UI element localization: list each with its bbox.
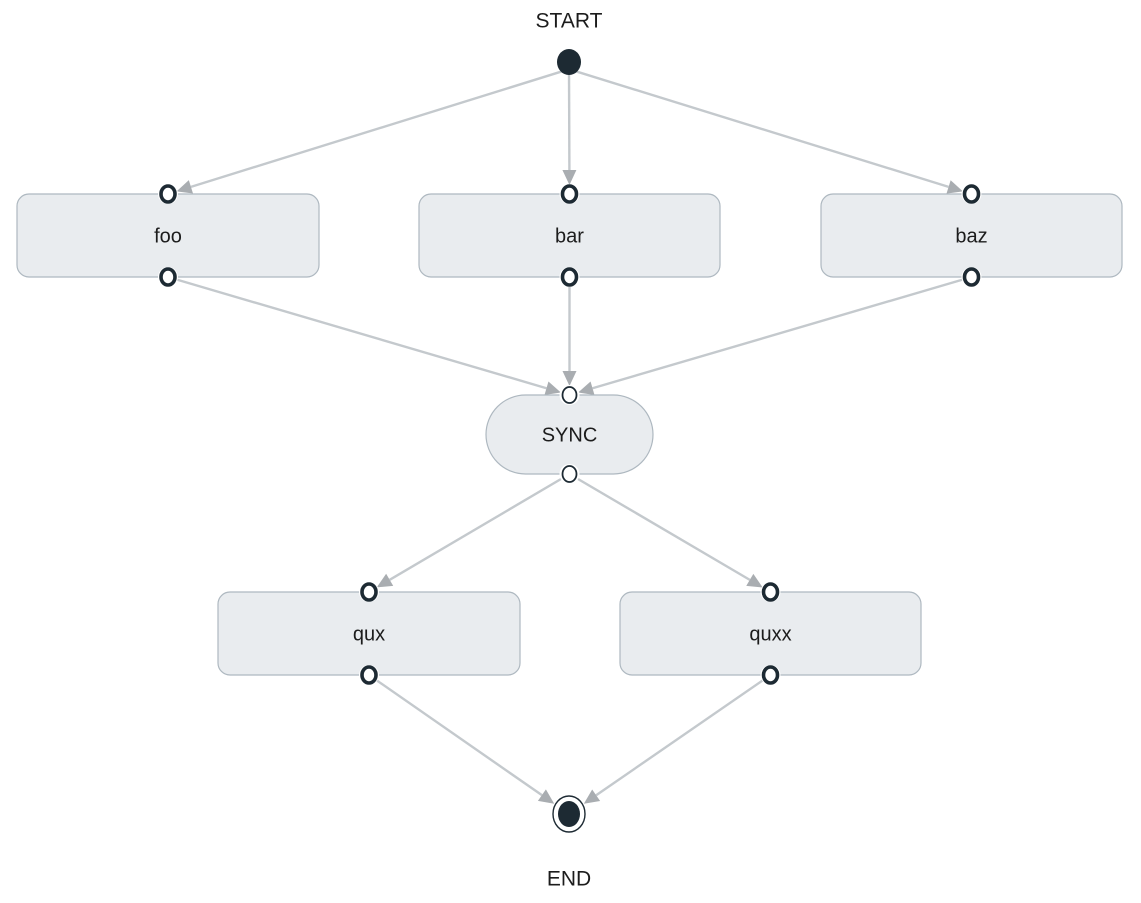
edge-line [568, 68, 949, 189]
edge-line [389, 472, 571, 581]
node-quxx[interactable]: quxx [619, 582, 922, 685]
edge-baz-to-sync[interactable] [578, 275, 972, 395]
arrowhead-icon [562, 169, 577, 186]
edge-line [368, 674, 543, 797]
input-port-icon[interactable] [962, 184, 981, 204]
arrowhead-icon [537, 789, 555, 804]
start-node-icon[interactable] [557, 49, 581, 75]
edge-line [190, 68, 570, 189]
output-port-icon[interactable] [159, 267, 177, 287]
edge-bar-to-sync[interactable] [562, 277, 577, 386]
output-port-icon[interactable] [561, 465, 578, 483]
output-port-icon[interactable] [560, 267, 579, 287]
start-label: START [536, 10, 603, 33]
input-port-icon[interactable] [159, 184, 177, 204]
input-port-icon[interactable] [360, 582, 378, 602]
edge-foo-to-sync[interactable] [167, 275, 561, 395]
node-sync[interactable]: SYNC [485, 385, 654, 484]
edges-layer [167, 68, 972, 804]
input-port-icon[interactable] [561, 386, 578, 404]
node-bar[interactable]: bar [418, 184, 721, 287]
edge-start-to-foo[interactable] [176, 68, 570, 194]
arrowhead-icon [544, 381, 561, 395]
node-foo[interactable]: foo [16, 184, 320, 287]
input-port-icon[interactable] [560, 184, 579, 204]
arrowhead-icon [583, 789, 601, 804]
arrowhead-icon [176, 180, 193, 194]
node-qux[interactable]: qux [217, 582, 521, 685]
node-label: foo [154, 226, 182, 248]
arrowhead-icon [376, 573, 394, 588]
output-port-icon[interactable] [761, 665, 780, 685]
end-label: END [547, 868, 591, 891]
output-port-icon[interactable] [962, 267, 981, 287]
node-label: bar [555, 226, 584, 248]
edge-line [595, 674, 772, 797]
input-port-icon[interactable] [761, 582, 780, 602]
node-baz[interactable]: baz [820, 184, 1123, 287]
node-label: quxx [749, 624, 791, 646]
edge-sync-to-quxx[interactable] [568, 472, 763, 588]
edge-start-to-baz[interactable] [568, 68, 963, 194]
node-label: SYNC [542, 425, 598, 447]
arrowhead-icon [946, 180, 963, 194]
edge-start-to-bar[interactable] [562, 69, 577, 186]
arrowhead-icon [578, 381, 595, 395]
edge-line [592, 275, 972, 390]
edge-line [568, 472, 751, 581]
edge-qux-to-end[interactable] [368, 674, 555, 804]
end-node-icon [558, 801, 580, 827]
arrowhead-icon [562, 371, 577, 386]
edge-quxx-to-end[interactable] [583, 674, 772, 804]
node-start[interactable]: START [536, 10, 603, 76]
node-label: qux [353, 624, 385, 646]
node-label: baz [955, 226, 987, 248]
output-port-icon[interactable] [360, 665, 378, 685]
node-end[interactable]: END [547, 795, 591, 891]
edge-sync-to-qux[interactable] [376, 472, 571, 588]
edge-line [167, 275, 547, 390]
arrowhead-icon [746, 573, 763, 588]
